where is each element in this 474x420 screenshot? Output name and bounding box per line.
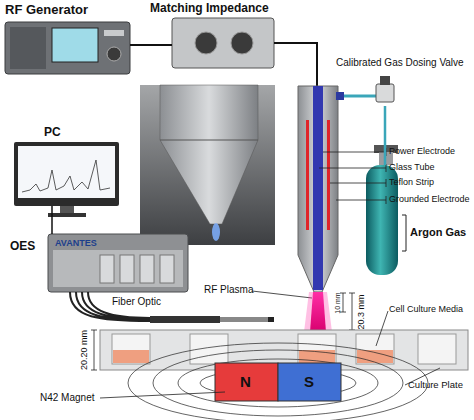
device-node: OESAVANTES xyxy=(48,234,188,292)
bracket xyxy=(402,215,406,251)
leader-line xyxy=(252,291,312,298)
cable-connector xyxy=(384,106,387,165)
node-label: OES xyxy=(10,240,35,252)
callout-label: Cell Culture Media xyxy=(389,305,463,314)
jet-housing xyxy=(298,86,338,292)
callout-label: Power Electrode xyxy=(389,147,455,156)
dimension-line xyxy=(91,330,97,370)
spectrometer-body xyxy=(48,234,188,292)
plasma-glow xyxy=(304,292,332,332)
leader-line xyxy=(323,152,386,153)
field-line xyxy=(128,343,428,420)
fiber-probe xyxy=(150,316,220,323)
callout-label: Culture Plate xyxy=(408,380,463,390)
spectrum-trace xyxy=(22,160,110,192)
fiber-probe-end xyxy=(268,317,274,322)
cable-connector xyxy=(51,206,53,234)
device-node: Calibrated Gas Dosing Valve xyxy=(374,76,396,106)
culture-well xyxy=(418,334,456,364)
rf-plasma xyxy=(310,292,326,332)
device-node: Matching Impedance xyxy=(172,18,274,68)
culture-media xyxy=(113,350,149,363)
nozzle-photo-cone xyxy=(160,85,258,224)
power-electrode xyxy=(306,120,309,230)
node-label: Calibrated Gas Dosing Valve xyxy=(336,58,464,68)
spectrometer-slot xyxy=(160,255,174,283)
device-node: NS xyxy=(215,363,341,401)
matching-knob xyxy=(231,32,253,54)
node-label: S xyxy=(304,374,314,389)
leader-line xyxy=(100,392,225,398)
rf-generator-screen xyxy=(52,28,98,62)
matching-box-body xyxy=(172,18,274,68)
callout-label: RF Plasma xyxy=(204,285,253,295)
monitor-frame xyxy=(14,142,119,206)
spectrometer-panel xyxy=(53,250,183,287)
culture-well xyxy=(190,334,228,364)
leader-line xyxy=(330,183,386,184)
node-label: N xyxy=(240,374,251,389)
spectrometer-slot xyxy=(120,255,134,283)
magnet-north xyxy=(215,363,278,401)
node-label: Argon Gas xyxy=(410,227,466,238)
node-label: Matching Impedance xyxy=(150,2,269,14)
spectrometer-slot xyxy=(100,255,114,283)
leader-line xyxy=(319,168,386,169)
nozzle-photo-ring xyxy=(160,140,258,141)
monitor-stand xyxy=(60,206,74,214)
matching-knob xyxy=(195,32,217,54)
culture-media xyxy=(357,350,393,363)
leader-line xyxy=(376,311,388,346)
dimension-line xyxy=(340,293,346,312)
callout-label: 20.3 mm xyxy=(357,294,366,329)
callout-label: 10 mm xyxy=(334,292,341,313)
field-line xyxy=(153,350,403,416)
device-node: RF Generator xyxy=(5,22,130,74)
node-label: RF Generator xyxy=(5,3,88,16)
callout-label: N42 Magnet xyxy=(40,393,94,403)
dimension-line xyxy=(349,293,355,330)
leader-line xyxy=(336,200,386,201)
callout-label: 20.20 mm xyxy=(80,330,89,370)
device-node: PC xyxy=(14,142,119,206)
valve-body xyxy=(376,84,394,102)
gas-line xyxy=(344,95,376,98)
magnet-south xyxy=(278,363,341,401)
rf-cable xyxy=(274,43,317,86)
node-label: PC xyxy=(44,126,61,138)
grounded-electrode xyxy=(327,120,330,230)
culture-well xyxy=(356,334,394,364)
nozzle-photo xyxy=(140,85,275,245)
field-line xyxy=(178,359,378,407)
valve-knob xyxy=(380,76,390,85)
rf-generator-button xyxy=(104,30,124,36)
callout-label: Glass Tube xyxy=(389,163,435,172)
glass-tube xyxy=(313,86,323,290)
callout-label: Fiber Optic xyxy=(112,297,161,307)
rf-generator-knob xyxy=(107,47,121,61)
rf-generator-panel xyxy=(10,27,46,69)
monitor-base xyxy=(48,213,86,217)
gas-port xyxy=(336,92,344,100)
nozzle-photo-glow xyxy=(212,223,220,241)
fiber-probe-tip xyxy=(220,317,268,322)
culture-well xyxy=(112,334,150,364)
rf-generator-body xyxy=(5,22,130,74)
spectrometer-slot xyxy=(140,255,154,283)
cable-connector xyxy=(130,44,172,46)
callout-label: Teflon Strip xyxy=(389,178,434,187)
monitor-screen xyxy=(18,146,115,198)
callout-label: Grounded Electrode xyxy=(389,195,470,204)
node-label: AVANTES xyxy=(55,239,97,248)
